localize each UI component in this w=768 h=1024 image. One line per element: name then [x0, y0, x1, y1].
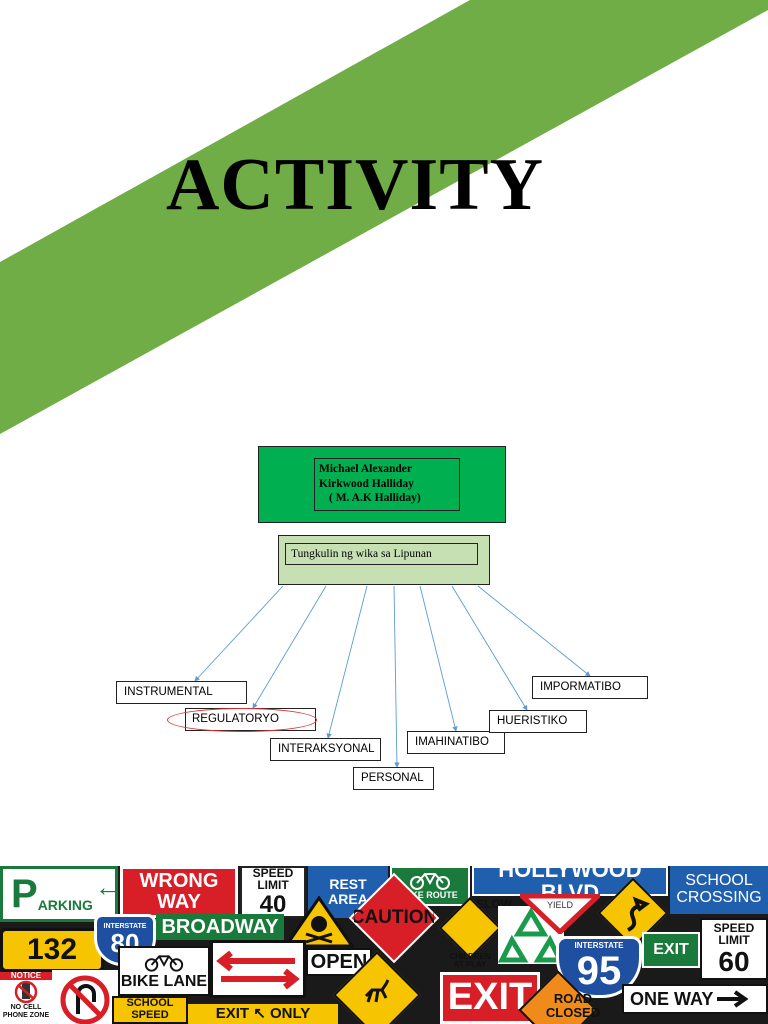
interstate-95-label: INTERSTATE — [574, 940, 624, 950]
speed-60-value: 60 — [718, 945, 750, 977]
rest-area-line-1: REST — [329, 876, 367, 893]
root-node-label: Michael Alexander Kirkwood Halliday ( M.… — [314, 458, 460, 511]
wrong-way-line-2: WAY — [157, 891, 201, 913]
interstate-95-shield: INTERSTATE 95 — [556, 936, 642, 998]
route-132-sign: 132 — [0, 928, 104, 972]
right-arrow-icon — [717, 990, 749, 1008]
road-closed-line-1: ROAD — [553, 991, 593, 1007]
bike-lane-bicycle-icon — [144, 954, 184, 972]
no-cell-line-2: PHONE ZONE — [2, 1011, 50, 1019]
school-crossing-sign: SCHOOL CROSSING — [670, 866, 768, 914]
no-cell-line-1: NO CELL — [10, 1004, 42, 1012]
children-line-2: AT PLAY — [453, 960, 487, 969]
bike-lane-label: BIKE LANE — [120, 972, 208, 990]
connector-imahinatibo — [419, 585, 458, 732]
road-closed-line-2: CLOSED — [545, 1005, 601, 1020]
open-sign: OPEN — [306, 948, 372, 976]
speed-limit-40-sign: SPEED LIMIT 40 — [240, 866, 306, 918]
connector-impormatibo — [477, 585, 591, 677]
deer-icon — [364, 979, 390, 1003]
yield-sign-icon — [520, 894, 600, 934]
hub-node-label: Tungkulin ng wika sa Lipunan — [285, 543, 478, 565]
broadway-sign: BROADWAY — [156, 914, 284, 940]
children-line-1: CHILDREN — [449, 951, 491, 961]
school-speed-sign: SCHOOL SPEED — [112, 996, 188, 1024]
leaf-instrumental: INSTRUMENTAL — [116, 681, 247, 704]
one-way-label: ONE WAY — [630, 988, 714, 1009]
wrong-way-line-1: WRONG — [139, 870, 219, 892]
poison-warning-icon — [284, 896, 354, 948]
road-signs-collage: P ARKING ← WRONG WAY SPEED LIMIT 40 REST… — [0, 866, 768, 1024]
school-crossing-line-2: CROSSING — [676, 889, 762, 906]
root-name-line-1: Michael Alexander — [319, 463, 412, 475]
parking-p-letter: P — [11, 872, 38, 916]
school-speed-line-2: SPEED — [131, 1009, 169, 1021]
road-closed-label: ROAD CLOSED — [530, 988, 616, 1024]
root-name-line-3: ( M. A.K Halliday) — [329, 492, 421, 504]
speed-60-line-2: LIMIT — [718, 933, 750, 948]
connector-personal — [393, 585, 400, 768]
leaf-impormatibo: IMPORMATIBO — [532, 676, 648, 699]
leaf-hueristiko: HUERISTIKO — [489, 710, 587, 733]
two-way-arrows-icon — [216, 950, 300, 990]
parking-label: ARKING — [37, 896, 93, 913]
no-cell-phone-sign: NOTICE NO CELL PHONE ZONE — [0, 972, 52, 1024]
wrong-way-sign: WRONG WAY — [120, 866, 238, 918]
exit-only-sign: EXIT ↖ ONLY — [188, 1004, 338, 1024]
connector-hueristiko — [451, 585, 528, 711]
no-phone-icon — [14, 981, 38, 1004]
regulatoryo-highlight-oval — [167, 708, 317, 732]
exit-green-sign: EXIT — [642, 932, 700, 968]
connector-interaksyonal — [326, 585, 368, 739]
bike-lane-sign: BIKE LANE — [118, 946, 210, 996]
connector-instrumental — [194, 585, 284, 682]
bicycle-icon — [410, 873, 450, 891]
interstate-80-label: INTERSTATE — [103, 922, 147, 930]
parking-sign: P ARKING ← — [0, 866, 118, 922]
children-at-play-label: CHILDREN AT PLAY — [440, 950, 500, 972]
one-way-sign: ONE WAY — [622, 984, 768, 1014]
notice-label: NOTICE — [0, 972, 52, 981]
slide-title: ACTIVITY — [165, 144, 545, 226]
speed-60-line-1: SPEED — [713, 920, 755, 935]
root-name-line-2: Kirkwood Halliday — [319, 477, 414, 490]
two-way-arrows-sign — [210, 940, 306, 998]
no-u-turn-icon — [52, 970, 118, 1024]
leaf-interaksyonal: INTERAKSYONAL — [270, 738, 381, 761]
rest-area-line-2: AREA — [328, 891, 368, 907]
yield-label: YIELD — [546, 900, 573, 911]
connector-regulatoryo — [252, 585, 327, 709]
leaf-imahinatibo: IMAHINATIBO — [407, 731, 505, 754]
interstate-95-number: 95 — [576, 949, 622, 994]
leaf-personal: PERSONAL — [353, 767, 434, 790]
school-speed-line-1: SCHOOL — [126, 997, 174, 1010]
green-diagonal-banner — [0, 0, 768, 434]
speed-limit-60-sign: SPEED LIMIT 60 — [700, 918, 768, 980]
caution-label: CAUTION — [354, 907, 434, 929]
parking-arrow-icon: ← — [95, 874, 115, 902]
curvy-road-icon — [626, 896, 650, 932]
speed-40-line-1: SPEED — [252, 866, 294, 880]
speed-40-value: 40 — [259, 891, 287, 918]
bike-route-label: BIKE ROUTE — [402, 890, 458, 901]
school-crossing-line-1: SCHOOL — [685, 872, 753, 890]
speed-40-line-2: LIMIT — [257, 878, 289, 893]
